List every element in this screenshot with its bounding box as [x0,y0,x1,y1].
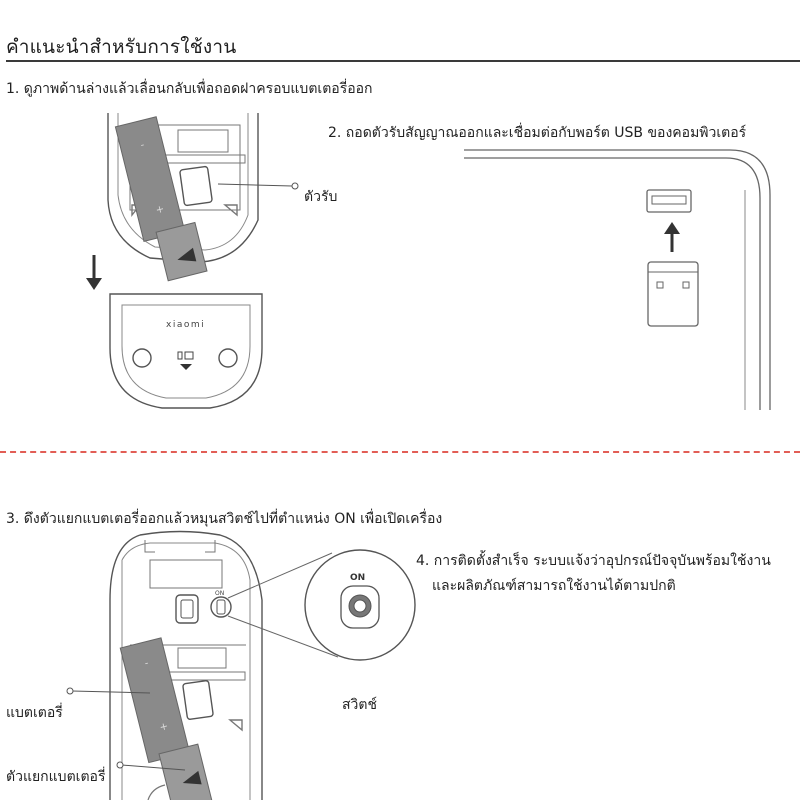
page-title: คำแนะนำสำหรับการใช้งาน [6,36,237,58]
switch-label: สวิตช์ [342,697,377,713]
battery-separator-label: ตัวแยกแบตเตอรี่ [6,769,106,785]
battery-minus-mark: - [139,140,146,152]
battery2-plus-mark: + [159,721,170,734]
small-on-mark: ON [215,590,224,597]
step-4-line-1: 4. การติดตั้งสำเร็จ ระบบแจ้งว่าอุปกรณ์ปั… [416,553,771,569]
battery2-minus-mark: - [144,658,151,670]
step-3-text: 3. ดึงตัวแยกแบตเตอรี่ออกแล้วหมุนสวิตช์ไป… [6,511,443,527]
battery-label: แบตเตอรี่ [6,705,63,721]
step-4-line-2: และผลิตภัณฑ์สามารถใช้งานได้ตามปกติ [432,578,676,594]
title-divider [6,60,800,62]
battery-plus-mark: + [155,204,166,217]
receiver-label: ตัวรับ [304,189,338,205]
section-divider [0,451,800,453]
step-1-text: 1. ดูภาพด้านล่างแล้วเลื่อนกลับเพื่อถอดฝา… [6,81,373,97]
step-2-text: 2. ถอดตัวรับสัญญาณออกและเชื่อมต่อกับพอร์… [328,125,747,141]
switch-on-label: ON [350,573,365,583]
cover-brand-text: xiaomi [166,320,205,330]
